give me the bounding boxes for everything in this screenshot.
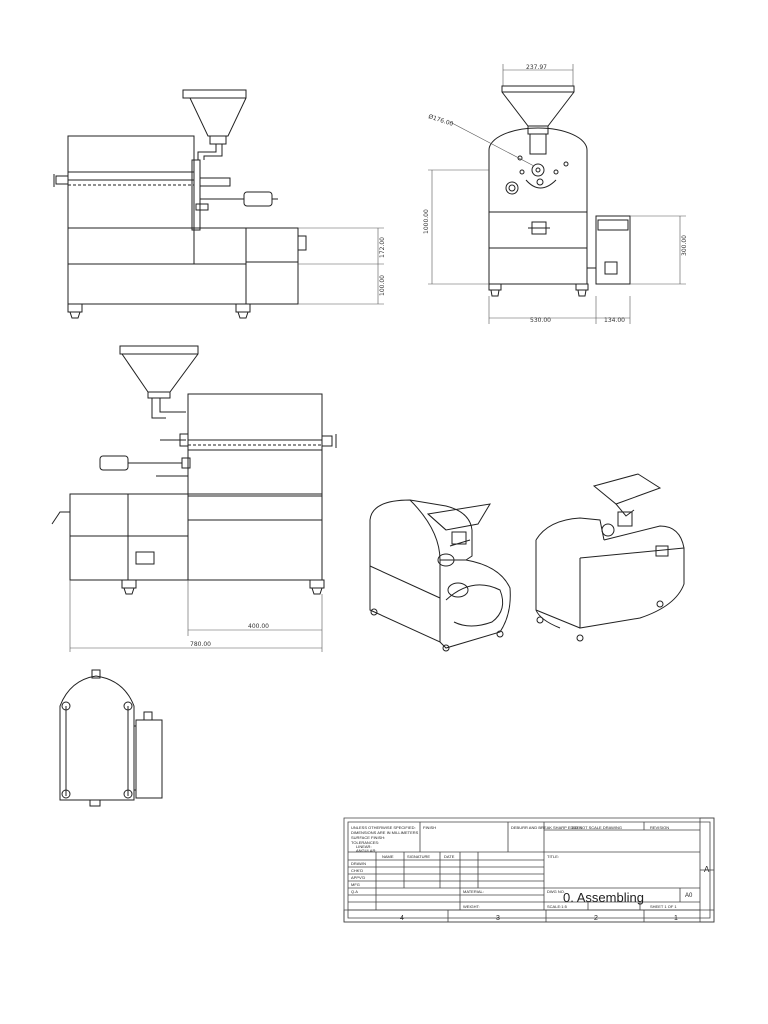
- title-block: [344, 818, 714, 922]
- zone-number-1: 1: [674, 915, 678, 922]
- tb-col-date: DATE: [444, 854, 455, 859]
- tb-finish: FINISH: [423, 825, 436, 830]
- tb-revision: REVISION: [650, 825, 669, 830]
- rear-hopper: [120, 346, 198, 392]
- front-drum: [489, 128, 587, 212]
- top-body: [60, 676, 134, 800]
- iso-hopper-1: [428, 504, 490, 530]
- tb-row-appvd: APPV'D: [351, 875, 365, 880]
- dim-front-height-right: 300.00: [681, 235, 688, 256]
- side-view: [54, 90, 384, 318]
- dim-side-lower: 100.00: [379, 275, 386, 296]
- tb-note-5: LINEAR:: [356, 844, 372, 849]
- zone-letter: A: [704, 865, 710, 874]
- iso-hopper-2: [594, 474, 660, 504]
- dim-front-height-left: 1000.00: [423, 209, 430, 234]
- dim-side-upper: 172.00: [379, 237, 386, 258]
- front-view: [428, 64, 686, 324]
- tb-note-2: DIMENSIONS ARE IN MILLIMETERS: [351, 830, 419, 835]
- tb-row-drawn: DRAWN: [351, 861, 366, 866]
- tb-deburr: DEBURR AND BREAK SHARP EDGES: [511, 825, 582, 830]
- tb-no-scale: DO NOT SCALE DRAWING: [572, 825, 622, 830]
- dim-front-diameter: Ø176.00: [427, 113, 454, 128]
- dim-front-bottom-side: 134.00: [604, 317, 625, 324]
- zone-number-2: 2: [594, 915, 598, 922]
- tb-title-label: TITLE:: [547, 854, 559, 859]
- tb-row-chkd: CHK'D: [351, 868, 363, 873]
- tb-row-mfg: MFG: [351, 882, 360, 887]
- tb-dwg-no-label: DWG NO.: [547, 889, 565, 894]
- tb-note-1: UNLESS OTHERWISE SPECIFIED:: [351, 825, 416, 830]
- sheet-size: A0: [685, 893, 693, 899]
- top-side-cabinet: [136, 720, 162, 798]
- top-view: [60, 670, 162, 806]
- dim-rear-partial: 400.00: [248, 623, 269, 630]
- tb-weight-label: WEIGHT:: [463, 904, 480, 909]
- tb-material-label: MATERIAL:: [463, 889, 484, 894]
- side-hopper: [183, 90, 246, 136]
- dim-rear-total: 780.00: [190, 641, 211, 648]
- side-base: [68, 228, 246, 304]
- tb-scale-label: SCALE:1:5: [547, 904, 568, 909]
- tb-sheet-label: SHEET 1 OF 1: [650, 904, 677, 909]
- rear-motor: [100, 456, 128, 470]
- rear-view: [52, 346, 336, 652]
- tb-row-qa: Q.A: [351, 889, 358, 894]
- isometric-view-front: [370, 500, 510, 651]
- side-drum: [68, 136, 194, 264]
- dim-front-top-width: 237.97: [526, 64, 547, 71]
- rear-base: [70, 494, 322, 580]
- zone-number-4: 4: [400, 915, 404, 922]
- dim-front-bottom-width: 530.00: [530, 317, 551, 324]
- tb-note-6: ANGULAR:: [356, 848, 376, 853]
- isometric-view-rear: [536, 474, 684, 641]
- tb-col-name: NAME: [382, 854, 394, 859]
- drawing-title: 0. Assembling: [563, 890, 644, 905]
- zone-number-3: 3: [496, 915, 500, 922]
- tb-note-4: TOLERANCES:: [351, 840, 379, 845]
- side-motor: [244, 192, 272, 206]
- tb-col-signature: SIGNATURE: [407, 854, 430, 859]
- front-side-cabinet: [596, 216, 630, 284]
- tb-note-3: SURFACE FINISH:: [351, 835, 385, 840]
